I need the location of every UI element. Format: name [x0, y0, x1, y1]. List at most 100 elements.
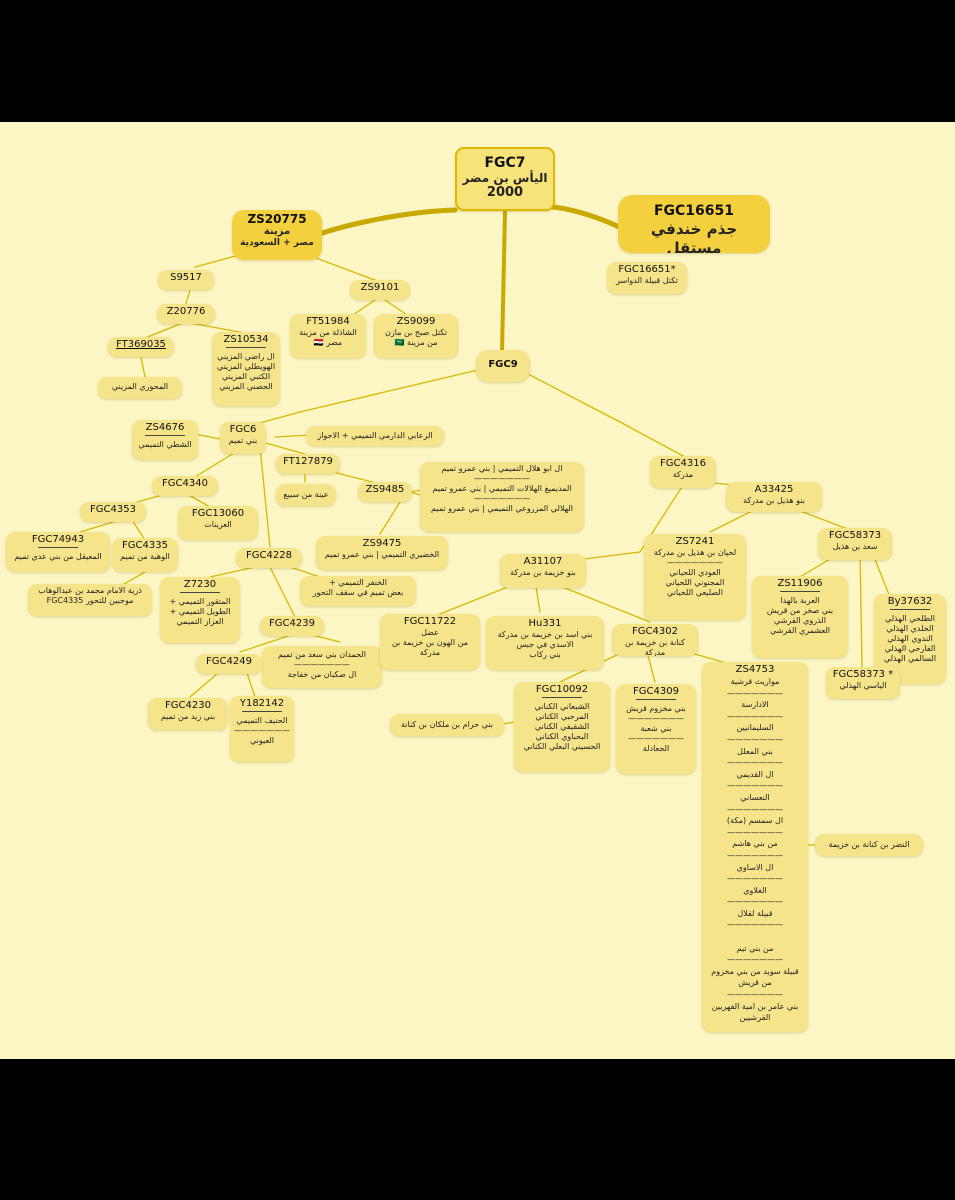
node-by37632[interactable]: By37632 الطلحي الهذلي الخلدي الهذلي الند… — [874, 594, 946, 684]
node-label: الحنيف التميمي ——————— العيوني — [234, 716, 290, 745]
node-code: FGC4228 — [246, 550, 292, 561]
node-code: ZS20775 — [247, 212, 307, 226]
node-ft369035[interactable]: FT369035 — [108, 337, 174, 357]
node-y182142[interactable]: Y182142 الحنيف التميمي ——————— العيوني — [230, 696, 294, 762]
node-code: A31107 — [523, 556, 563, 567]
node-label: العربة بالهدا بني صخر من قريش الذروي الق… — [766, 596, 834, 635]
node-ainah[interactable]: عينة من سبيع — [276, 484, 336, 506]
node-label: الوهبة من تميم — [120, 552, 170, 561]
node-fgc4249[interactable]: FGC4249 — [196, 654, 262, 674]
node-s9517[interactable]: S9517 — [158, 270, 214, 290]
node-fgc4239[interactable]: FGC4239 — [260, 616, 324, 636]
node-label: ال راضي المزيني الهويطلي المزيني الكتبي … — [216, 352, 276, 391]
node-label: الشبعاني الكناني المرحبي الكناني الشقيفي… — [523, 702, 601, 751]
node-zs4676[interactable]: ZS4676 الشطي التميمي — [132, 420, 198, 460]
node-fgc9[interactable]: FGC9 — [476, 350, 530, 382]
node-fgc16651[interactable]: FGC16651 جذم خندفي مستقل — [618, 195, 770, 253]
node-abuhilal[interactable]: ال ابو هلال التميمي | بني عمرو تميم ————… — [420, 462, 584, 532]
node-label: مدركة — [672, 470, 694, 479]
node-label: تكتل صبح بن مازن من مزينة 🇸🇦 — [385, 328, 447, 347]
node-label: عضل من الهون بن خزيمة بن مدركة — [391, 628, 469, 657]
node-zs7241[interactable]: ZS7241 لحيان بن هذيل بن مدركة ——————— ال… — [644, 534, 746, 620]
node-fgc4340[interactable]: FGC4340 — [152, 476, 218, 496]
node-zs4753[interactable]: ZS4753 مواريث قرشية ——————— الادارسة ———… — [702, 662, 808, 1032]
node-code: FGC4249 — [206, 656, 252, 667]
node-fgc6[interactable]: FGC6 بني تميم — [220, 422, 266, 454]
separator — [890, 609, 930, 613]
separator — [780, 591, 820, 595]
node-label: مزينة — [263, 226, 291, 237]
node-fgc58373[interactable]: FGC58373 سعد بن هذيل — [818, 528, 892, 560]
node-label: الطلحي الهذلي الخلدي الهذلي الندوي الهذل… — [883, 614, 937, 663]
node-hamdan[interactable]: الحمدان بني سعد من تميم ——————— ال صكبان… — [262, 646, 382, 688]
node-code: FGC4230 — [165, 700, 211, 711]
node-z20776[interactable]: Z20776 — [157, 304, 215, 324]
node-label: الخنفر التميمي + بعض تميم في سقف التحور — [312, 578, 404, 597]
node-label: الزعابي الدارمي التميمي + الاحواز — [317, 431, 433, 440]
tree-canvas: FGC7 اليأس بن مضر 2000 FGC16651 جذم خندف… — [0, 122, 955, 1059]
node-label: 2000 — [486, 185, 524, 200]
node-fgc4316[interactable]: FGC4316 مدركة — [650, 456, 716, 488]
node-fgc4309[interactable]: FGC4309 بني مخزوم قريش ——————— بني شعبة … — [616, 684, 696, 774]
node-a33425[interactable]: A33425 بنو هذيل بن مدركة — [726, 482, 822, 512]
node-fgc13060[interactable]: FGC13060 العرينات — [178, 506, 258, 540]
node-code: FGC4353 — [90, 504, 136, 515]
node-zs9099[interactable]: ZS9099 تكتل صبح بن مازن من مزينة 🇸🇦 — [374, 314, 458, 358]
node-khanfar[interactable]: الخنفر التميمي + بعض تميم في سقف التحور — [300, 576, 416, 606]
node-code: FT127879 — [283, 456, 333, 467]
node-mahwari[interactable]: المحوري المزيني — [98, 377, 182, 399]
node-label: الشاذلة من مزينة مصر 🇪🇬 — [299, 328, 357, 347]
node-zs9101[interactable]: ZS9101 — [350, 280, 410, 300]
node-fgc74943[interactable]: FGC74943 المعيقل من بني عدي تميم — [6, 532, 110, 572]
separator — [242, 711, 282, 715]
node-code: FGC7 — [484, 155, 526, 171]
node-code: Y182142 — [239, 698, 285, 709]
node-label: ال ابو هلال التميمي | بني عمرو تميم ————… — [430, 464, 574, 513]
node-fgc4230[interactable]: FGC4230 بني زيد من تميم — [148, 698, 228, 730]
node-code: FGC9 — [488, 359, 518, 370]
node-code: FGC4340 — [162, 478, 208, 489]
node-code: FGC13060 — [191, 508, 245, 519]
separator — [226, 347, 266, 351]
node-fgc4302[interactable]: FGC4302 كنانة بن خزيمة بن مدركة — [612, 624, 698, 656]
node-code: ZS7241 — [675, 536, 715, 547]
node-fgc10092[interactable]: FGC10092 الشبعاني الكناني المرحبي الكنان… — [514, 682, 610, 772]
node-code: FT369035 — [116, 339, 166, 350]
node-fgc7[interactable]: FGC7 اليأس بن مضر 2000 — [455, 147, 555, 211]
node-zs20775[interactable]: ZS20775 مزينة مصر + السعودية — [232, 210, 322, 260]
node-label: بني مخزوم قريش ——————— بني شعبة ——————— … — [626, 704, 686, 753]
node-nadr[interactable]: النضر بن كنانة بن خزيمة — [815, 834, 923, 856]
node-label: تكتل قبيلة الدواسر — [616, 276, 678, 285]
node-z7230[interactable]: Z7230 المتقور التميمي + الطويل التميمي +… — [160, 577, 240, 643]
node-code: FGC11722 — [403, 616, 457, 627]
node-code: FGC10092 — [535, 684, 589, 695]
node-fgc4353[interactable]: FGC4353 — [80, 502, 146, 522]
node-zs9485[interactable]: ZS9485 — [358, 482, 412, 502]
node-banihiram[interactable]: بني حرام بن ملكان بن كنانة — [390, 714, 504, 736]
node-zaabi[interactable]: الزعابي الدارمي التميمي + الاحواز — [306, 426, 444, 446]
node-dhurriya[interactable]: ذرية الامام محمد بن عبدالوهاب موجبين للت… — [28, 584, 152, 616]
node-zs10534[interactable]: ZS10534 ال راضي المزيني الهويطلي المزيني… — [212, 332, 280, 406]
node-label: بنو خزيمة بن مدركة — [510, 568, 576, 577]
node-code: ZS9101 — [360, 282, 400, 293]
node-ft51984[interactable]: FT51984 الشاذلة من مزينة مصر 🇪🇬 — [290, 314, 366, 358]
node-hu331[interactable]: Hu331 بني اسد بن خزيمة بن مدركة الاسدي ف… — [486, 616, 604, 670]
node-fgc16651-star[interactable]: FGC16651* تكتل قبيلة الدواسر — [607, 262, 687, 294]
node-zs11906[interactable]: ZS11906 العربة بالهدا بني صخر من قريش ال… — [752, 576, 848, 658]
node-label: مصر + السعودية — [240, 238, 314, 248]
node-label: الحمدان بني سعد من تميم ——————— ال صكبان… — [278, 650, 366, 679]
node-fgc58373-star[interactable]: FGC58373 * الياسي الهذلي — [826, 667, 900, 699]
node-code: A33425 — [754, 484, 794, 495]
node-code: FGC16651* — [618, 264, 676, 275]
node-fgc4335[interactable]: FGC4335 الوهبة من تميم — [112, 538, 178, 572]
node-zs9475[interactable]: ZS9475 الخضيري التميمي | بني عمرو تميم — [316, 536, 448, 570]
node-a31107[interactable]: A31107 بنو خزيمة بن مدركة — [500, 554, 586, 588]
node-code: FGC4302 — [632, 626, 678, 637]
node-ft127879[interactable]: FT127879 — [276, 454, 340, 474]
node-fgc4228[interactable]: FGC4228 — [236, 548, 302, 568]
node-code: By37632 — [887, 596, 933, 607]
node-code: ZS9099 — [396, 316, 436, 327]
node-fgc11722[interactable]: FGC11722 عضل من الهون بن خزيمة بن مدركة — [380, 614, 480, 670]
node-code: ZS4676 — [145, 422, 185, 433]
node-code: FGC6 — [229, 424, 257, 435]
